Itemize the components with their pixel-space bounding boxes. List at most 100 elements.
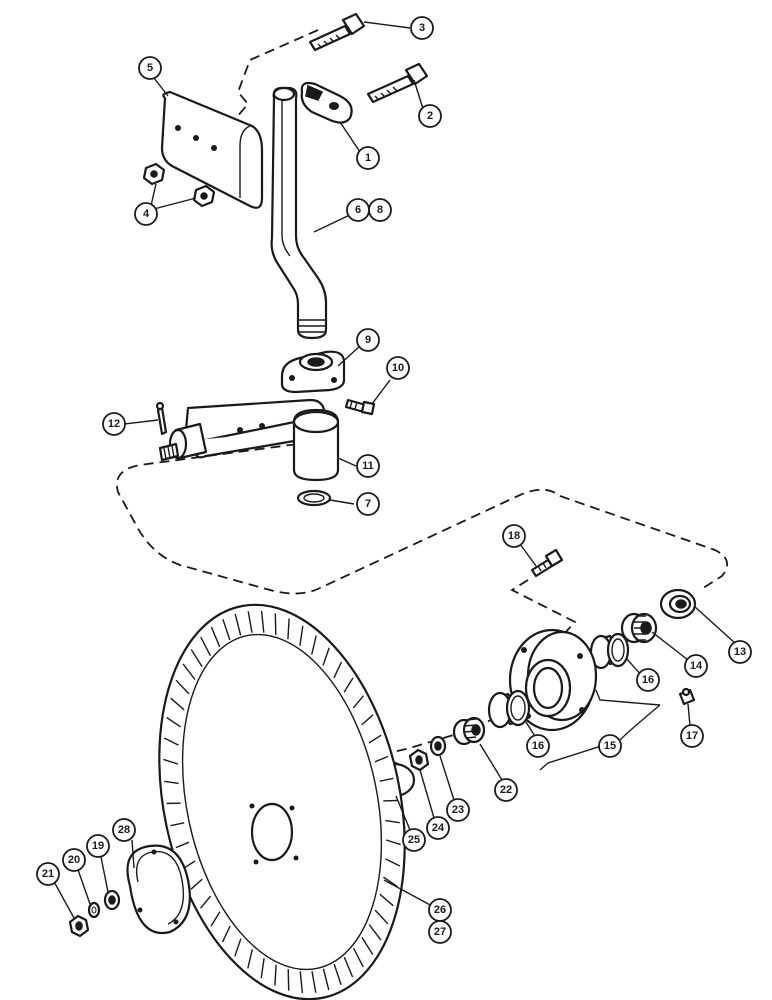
callout-7: 7 [356, 492, 380, 516]
callout-label: 9 [365, 334, 371, 346]
nut-4-upper [142, 162, 166, 186]
callout-28: 28 [112, 818, 136, 842]
disc-flute [190, 649, 203, 668]
disc-flute [361, 936, 374, 955]
callout-label: 22 [500, 784, 512, 796]
disc-flute [374, 755, 389, 763]
callout-16-lower: 16 [526, 734, 550, 758]
callout-label: 15 [604, 740, 616, 752]
callout-label: 3 [419, 22, 425, 34]
disc-flute [260, 610, 265, 633]
shank-6-8 [270, 86, 328, 340]
disc-flute [274, 613, 277, 635]
callout-25: 25 [402, 828, 426, 852]
callout-label: 4 [143, 208, 150, 220]
callout-label: 2 [427, 110, 433, 122]
callout-15: 15 [598, 734, 622, 758]
callout-label: 27 [434, 926, 446, 938]
callout-label: 16 [532, 740, 544, 752]
callout-18: 18 [502, 524, 526, 548]
disc-flute [333, 661, 343, 679]
disc-flute [164, 780, 179, 785]
disc-flute [163, 737, 179, 746]
lock-washer-20 [87, 901, 101, 919]
disc-flute [210, 626, 221, 648]
callout-13: 13 [728, 640, 752, 664]
nut-4-lower [192, 184, 216, 208]
callout-4: 4 [134, 202, 158, 226]
disc-flute [374, 909, 389, 925]
callout-26: 26 [428, 898, 452, 922]
disc-flute [190, 878, 203, 890]
callout-label: 7 [365, 498, 371, 510]
disc-flute [221, 925, 231, 943]
disc-flute [200, 636, 212, 657]
disc-flute [311, 971, 317, 993]
assembly-guide-upper [235, 29, 319, 119]
callout-27: 27 [428, 920, 452, 944]
callout-label: 21 [42, 868, 54, 880]
callout-label: 8 [377, 204, 383, 216]
callout-2: 2 [418, 104, 442, 128]
callout-24: 24 [426, 816, 450, 840]
disc-flute [311, 635, 317, 655]
callout-label: 14 [690, 660, 703, 672]
disc-flute [361, 714, 374, 726]
callout-label: 12 [108, 418, 120, 430]
disc-flute [234, 613, 242, 636]
callout-21: 21 [36, 862, 60, 886]
disc-flute [352, 695, 365, 709]
callout-17: 17 [680, 724, 704, 748]
disc-flute [234, 938, 242, 957]
bearing-cup-16-lower [487, 689, 531, 729]
disc-flute [210, 911, 221, 927]
seal-13 [659, 588, 697, 620]
coulter-disc-26-27 [158, 603, 406, 1000]
callout-14: 14 [684, 654, 708, 678]
callout-9: 9 [356, 328, 380, 352]
disc-flute [247, 611, 253, 633]
clamp-1 [300, 81, 353, 124]
bearing-cone-14 [620, 612, 658, 644]
callout-label: 28 [118, 824, 130, 836]
disc-flute [170, 697, 185, 711]
grease-fitting-17 [678, 687, 696, 706]
disc-flute [343, 956, 354, 978]
callout-label: 13 [734, 646, 746, 658]
disc-flute [260, 958, 265, 979]
bearing-cup-16-upper [589, 632, 630, 670]
disc-flute [385, 858, 401, 867]
callout-19: 19 [86, 834, 110, 858]
callout-1: 1 [356, 146, 380, 170]
bearing-cone-22 [452, 716, 486, 746]
nut-24 [408, 748, 430, 772]
disc-flute [182, 663, 196, 680]
washer-23 [429, 735, 447, 757]
callout-label: 10 [392, 362, 404, 374]
bolt-18 [530, 548, 564, 578]
disc-flute [163, 758, 179, 765]
callout-23: 23 [446, 798, 470, 822]
disc-flute [170, 822, 185, 827]
callout-label: 24 [432, 822, 445, 834]
bolt-3 [308, 12, 366, 52]
disc-flute [333, 963, 342, 986]
disc-flute [287, 618, 290, 640]
disc-flute [379, 893, 394, 907]
disc-flute [287, 969, 290, 991]
hub-15 [508, 628, 598, 732]
callout-6: 6 [346, 198, 370, 222]
callout-label: 11 [362, 460, 374, 472]
callout-20: 20 [62, 848, 86, 872]
callout-label: 25 [408, 834, 420, 846]
cap-plate-28 [126, 844, 191, 935]
disc-flute [299, 971, 304, 994]
assembly-guide-mid [510, 579, 577, 637]
disc-flute [343, 677, 354, 693]
callout-label: 23 [452, 804, 464, 816]
arm-11 [158, 398, 340, 482]
disc-flute [385, 819, 400, 824]
disc-flutes [163, 610, 401, 994]
bolt-10 [344, 398, 376, 416]
